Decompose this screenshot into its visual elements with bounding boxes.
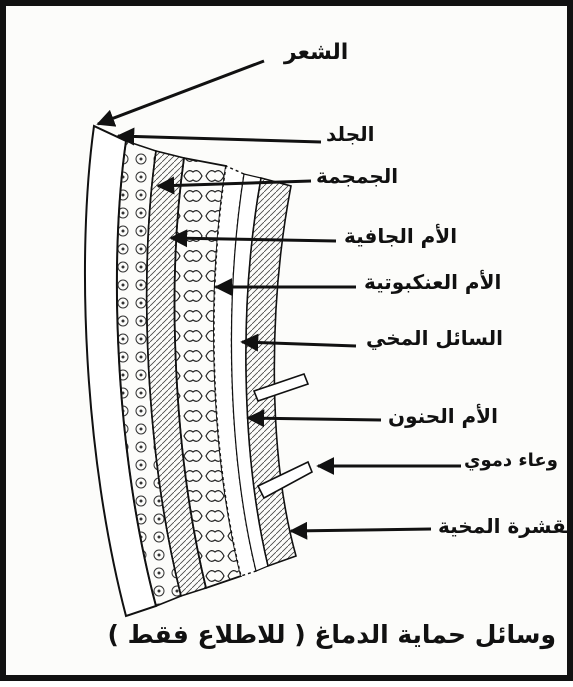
arrow-cortex	[291, 529, 431, 531]
label-skull: الجمجمة	[316, 166, 398, 186]
diagram-caption: وسائل حماية الدماغ ( للاطلاع فقط )	[156, 620, 556, 649]
arrow-hair	[98, 61, 264, 124]
label-blood-vessel: وعاء دموي	[464, 452, 558, 470]
label-csf: السائل المخي	[366, 328, 503, 348]
label-skin: الجلد	[326, 124, 375, 144]
label-pia-mater: الأم الحنون	[388, 406, 498, 426]
label-hair: الشعر	[284, 42, 348, 64]
label-cortex: القشرة المخية	[438, 516, 573, 536]
label-dura-mater: الأم الجافية	[344, 226, 457, 246]
label-arachnoid: الأم العنكبوتية	[364, 272, 501, 292]
arrow-pia	[248, 418, 381, 420]
arrow-skin	[118, 136, 321, 142]
